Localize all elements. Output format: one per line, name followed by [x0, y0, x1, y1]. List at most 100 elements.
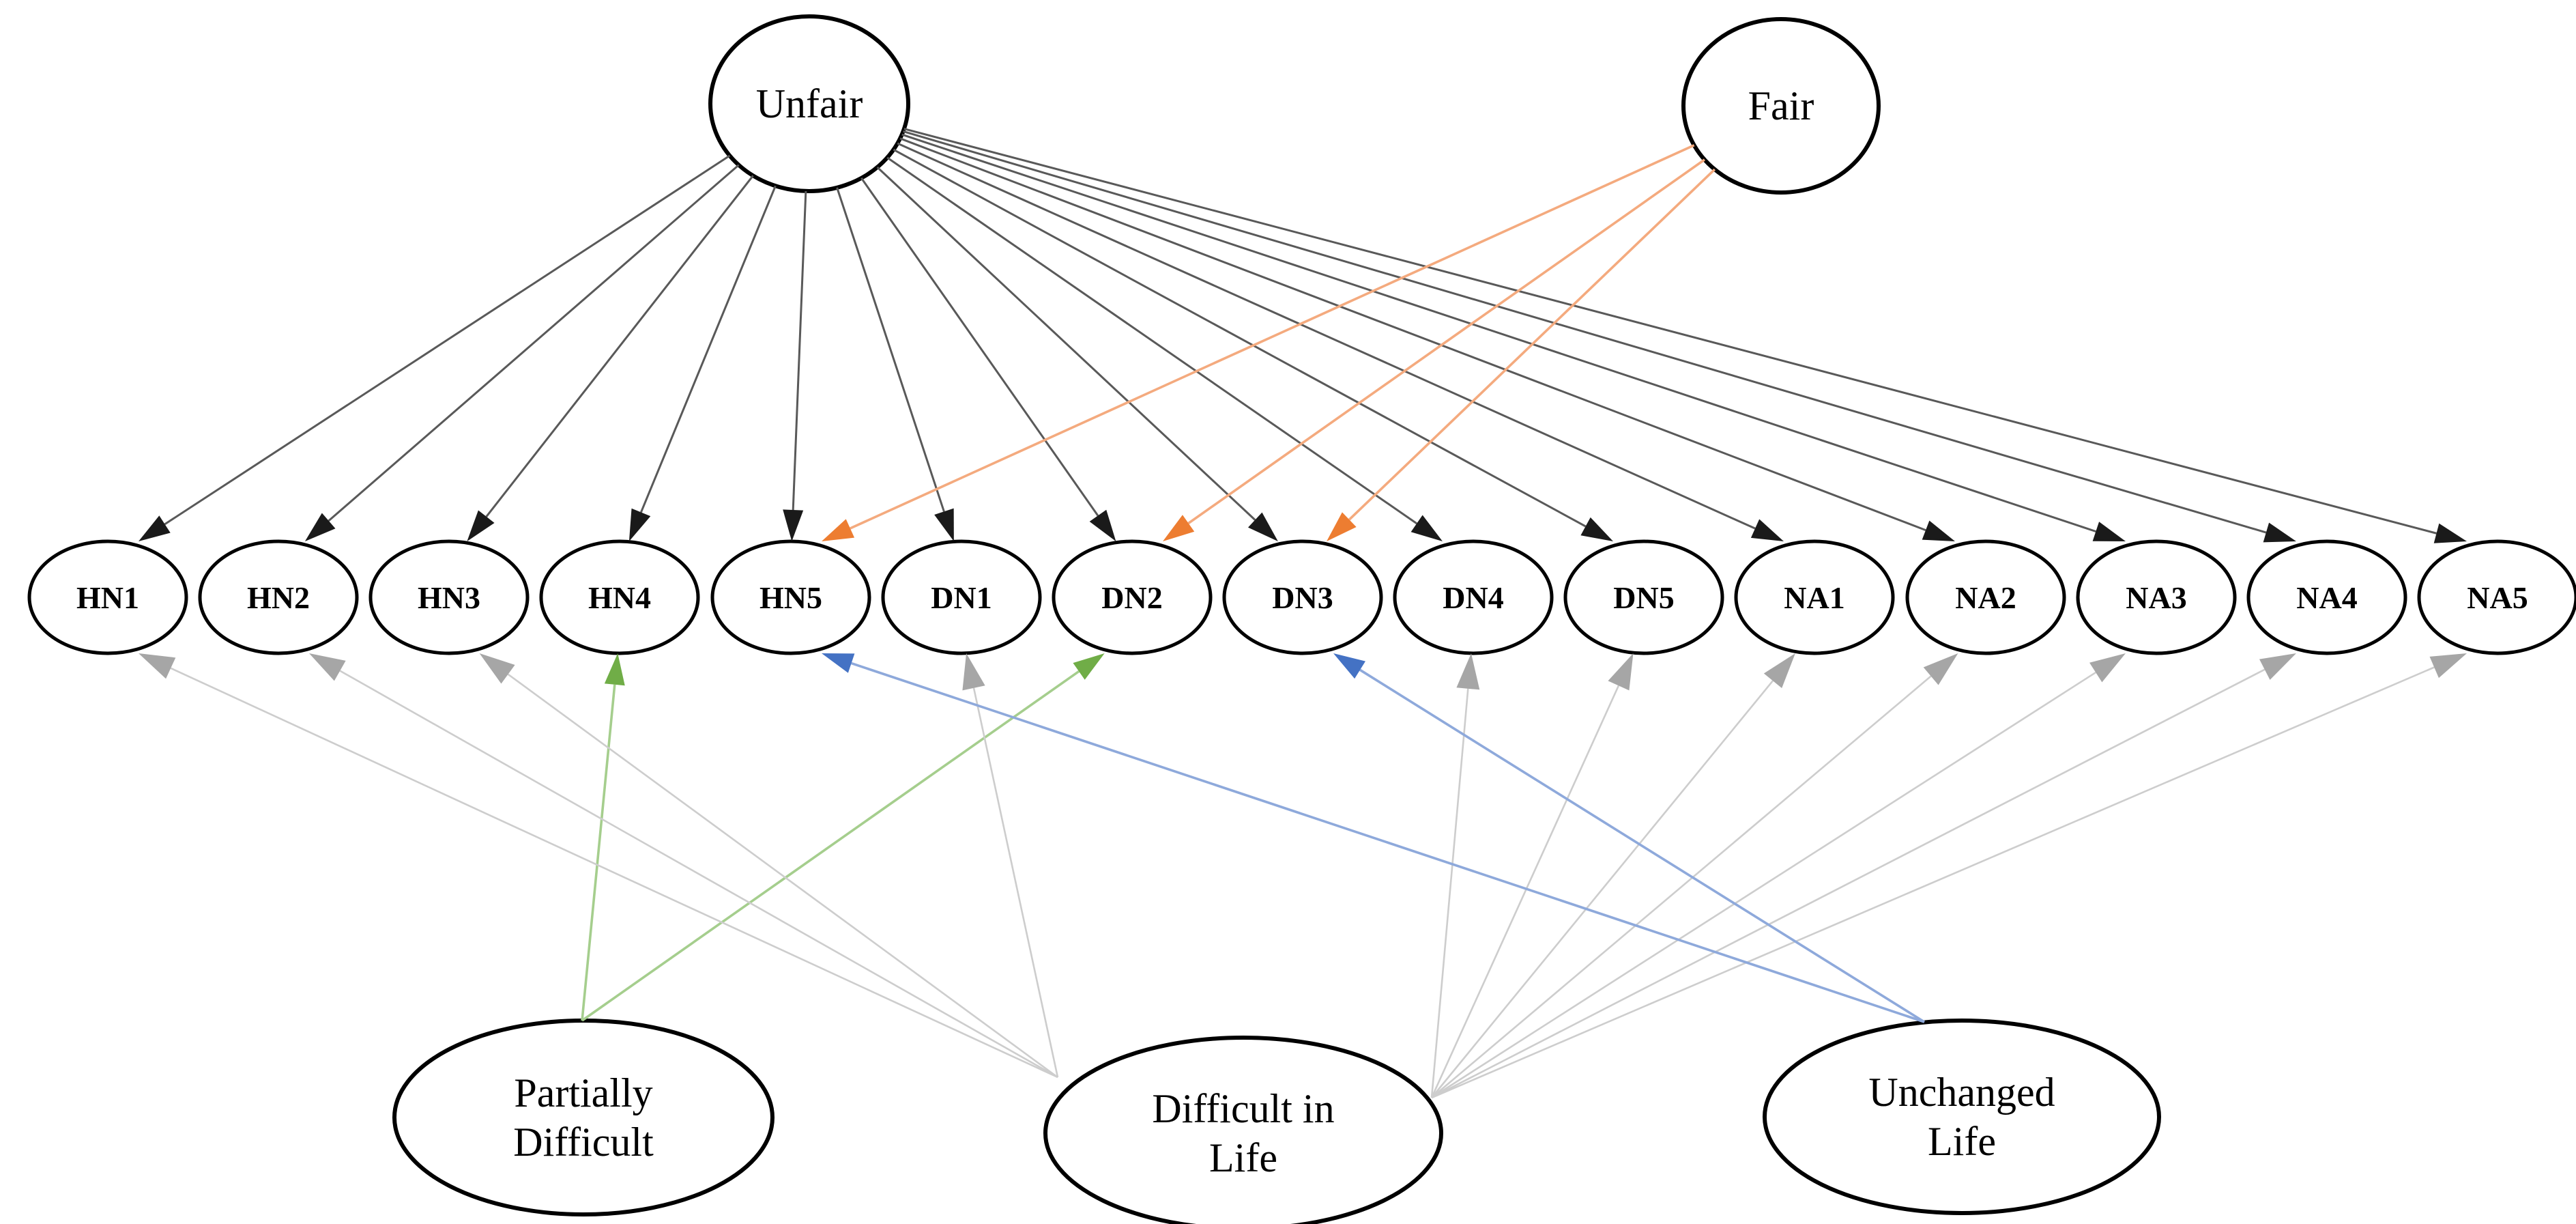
edge-partially_difficult-HN4: [581, 653, 625, 1021]
edge-line-difficult_in_life-DN1: [972, 687, 1059, 1078]
DN3-ellipse: [1222, 539, 1383, 655]
edge-line-difficult_in_life-HN3: [507, 673, 1058, 1079]
arrowhead-icon: [2429, 653, 2467, 679]
edge-line-partially_difficult-DN2: [581, 670, 1080, 1022]
node-DN3: DN3: [1222, 539, 1383, 655]
node-HN5: HN5: [710, 539, 871, 655]
unchanged_life-ellipse: [1763, 1019, 2161, 1215]
edge-unfair-HN1: [139, 154, 731, 541]
node-label-DN5: DN5: [1613, 580, 1674, 615]
node-HN3: HN3: [368, 539, 530, 655]
arrowhead-icon: [783, 509, 804, 541]
edge-line-unfair-DN4: [886, 156, 1418, 525]
edge-unfair-NA5: [903, 128, 2467, 543]
node-HN2: HN2: [198, 539, 359, 655]
DN1-ellipse: [881, 539, 1042, 655]
edge-line-unfair-DN5: [893, 148, 1587, 528]
arrowhead-icon: [1580, 517, 1613, 541]
node-label-NA1: NA1: [1784, 580, 1844, 615]
arrowhead-icon: [1089, 509, 1116, 541]
node-HN4: HN4: [539, 539, 700, 655]
NA2-ellipse: [1905, 539, 2066, 655]
arrowhead-icon: [1922, 520, 1955, 541]
DN2-ellipse: [1052, 539, 1213, 655]
HN4-ellipse: [539, 539, 700, 655]
edge-fair-DN2: [1163, 158, 1705, 541]
edge-line-unfair-NA5: [903, 128, 2437, 535]
node-DN1: DN1: [881, 539, 1042, 655]
edge-line-unfair-HN4: [640, 185, 777, 513]
edge-unfair-HN3: [467, 175, 754, 541]
edge-line-unfair-NA1: [897, 142, 1756, 530]
edge-line-fair-DN2: [1187, 158, 1705, 524]
node-unfair: Unfair: [708, 14, 910, 193]
node-label-NA4: NA4: [2296, 580, 2357, 615]
node-NA5: NA5: [2417, 539, 2576, 655]
HN1-ellipse: [27, 539, 188, 655]
edge-line-difficult_in_life-DN4: [1430, 688, 1469, 1098]
arrowhead-icon: [304, 513, 336, 541]
arrowhead-icon: [1247, 512, 1278, 541]
arrowhead-icon: [1327, 512, 1357, 541]
edge-unfair-DN3: [876, 166, 1278, 541]
edge-difficult_in_life-NA5: [1431, 653, 2467, 1099]
arrowhead-icon: [822, 653, 855, 673]
node-label-DN1: DN1: [931, 580, 992, 615]
arrowhead-icon: [467, 510, 495, 541]
arrowhead-icon: [1410, 515, 1443, 541]
arrowhead-icon: [2263, 522, 2296, 543]
node-NA3: NA3: [2076, 539, 2237, 655]
arrowhead-icon: [2089, 653, 2126, 683]
edge-difficult_in_life-HN1: [139, 653, 1058, 1079]
arrowhead-icon: [1608, 653, 1634, 691]
unfair-ellipse: [708, 14, 910, 193]
node-NA2: NA2: [1905, 539, 2066, 655]
node-DN5: DN5: [1563, 539, 1724, 655]
edge-line-difficult_in_life-DN5: [1430, 685, 1620, 1098]
edge-unfair-NA1: [897, 142, 1784, 541]
node-DN2: DN2: [1052, 539, 1213, 655]
node-label-DN4: DN4: [1443, 580, 1503, 615]
edges-layer: [139, 128, 2467, 1099]
arrowhead-icon: [1333, 653, 1365, 679]
edge-unfair-NA4: [903, 130, 2296, 543]
edge-unfair-NA2: [899, 137, 1955, 541]
edge-difficult_in_life-NA1: [1430, 653, 1795, 1098]
NA1-ellipse: [1734, 539, 1895, 655]
edge-line-difficult_in_life-HN2: [339, 670, 1058, 1079]
edge-unfair-HN4: [628, 185, 777, 541]
edge-unchanged_life-HN5: [822, 653, 1925, 1023]
node-label-DN2: DN2: [1101, 580, 1162, 615]
arrowhead-icon: [139, 653, 176, 679]
node-label-unfair: Unfair: [756, 81, 863, 126]
edge-unfair-DN2: [860, 177, 1116, 541]
edge-difficult_in_life-NA4: [1431, 653, 2296, 1099]
arrowhead-icon: [822, 519, 855, 541]
node-fair: Fair: [1681, 17, 1881, 195]
arrowhead-icon: [1073, 653, 1105, 680]
edge-line-unfair-HN1: [164, 154, 731, 526]
edge-difficult_in_life-DN5: [1430, 653, 1634, 1098]
edge-line-difficult_in_life-NA2: [1431, 675, 1932, 1098]
edge-difficult_in_life-DN4: [1430, 653, 1480, 1098]
edge-line-partially_difficult-HN4: [581, 684, 616, 1021]
fair-ellipse: [1681, 17, 1881, 195]
node-label-NA5: NA5: [2467, 580, 2528, 615]
node-label-HN1: HN1: [76, 580, 139, 615]
arrowhead-icon: [604, 653, 625, 686]
node-NA1: NA1: [1734, 539, 1895, 655]
edge-unfair-DN5: [893, 148, 1613, 541]
edge-line-difficult_in_life-NA3: [1431, 671, 2096, 1099]
edge-unfair-HN2: [304, 164, 740, 541]
arrowhead-icon: [628, 508, 651, 541]
HN5-ellipse: [710, 539, 871, 655]
node-NA4: NA4: [2246, 539, 2407, 655]
edge-line-unfair-DN3: [876, 166, 1256, 521]
DN5-ellipse: [1563, 539, 1724, 655]
